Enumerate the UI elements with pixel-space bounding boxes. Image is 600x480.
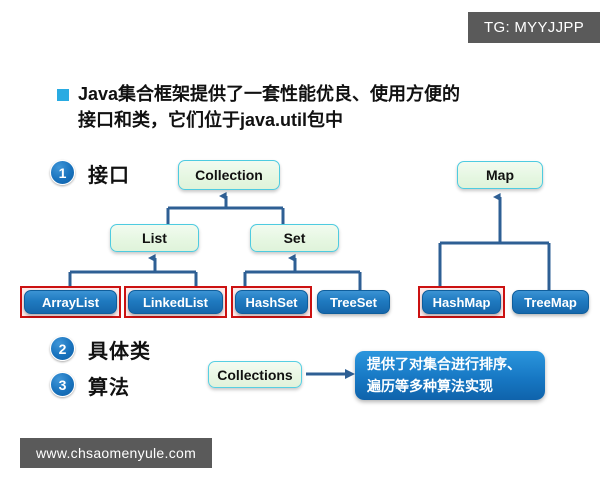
- section-label-algorithms: 算法: [88, 377, 130, 399]
- node-map[interactable]: Map: [457, 161, 543, 189]
- section-label-interfaces: 接口: [88, 165, 130, 187]
- node-arraylist[interactable]: ArrayList: [24, 290, 117, 314]
- tg-watermark-badge: TG: MYYJJPP: [468, 12, 600, 43]
- node-hashmap[interactable]: HashMap: [422, 290, 501, 314]
- heading-line-2: 接口和类，它们位于java.util包中: [78, 109, 344, 130]
- page-title: Java集合框架提供了一套性能优良、使用方便的 接口和类，它们位于java.ut…: [78, 82, 578, 133]
- square-bullet-icon: [57, 89, 69, 101]
- site-watermark-badge: www.chsaomenyule.com: [20, 438, 213, 468]
- node-collection[interactable]: Collection: [178, 160, 280, 190]
- node-set[interactable]: Set: [250, 224, 339, 252]
- section-number-1: 1: [50, 160, 75, 185]
- node-hashset[interactable]: HashSet: [235, 290, 308, 314]
- section-number-3: 3: [50, 372, 75, 397]
- node-treemap[interactable]: TreeMap: [512, 290, 589, 314]
- section-number-2: 2: [50, 336, 75, 361]
- callout-line-1: 提供了对集合进行排序、: [367, 355, 521, 372]
- algorithm-callout: 提供了对集合进行排序、 遍历等多种算法实现: [355, 351, 545, 400]
- node-linkedlist[interactable]: LinkedList: [128, 290, 223, 314]
- callout-line-2: 遍历等多种算法实现: [367, 377, 493, 394]
- node-treeset[interactable]: TreeSet: [317, 290, 390, 314]
- heading-line-1: Java集合框架提供了一套性能优良、使用方便的: [78, 84, 461, 104]
- section-label-concrete-classes: 具体类: [88, 341, 151, 363]
- arrow-right-icon: [345, 369, 355, 379]
- node-collections[interactable]: Collections: [208, 361, 302, 388]
- node-list[interactable]: List: [110, 224, 199, 252]
